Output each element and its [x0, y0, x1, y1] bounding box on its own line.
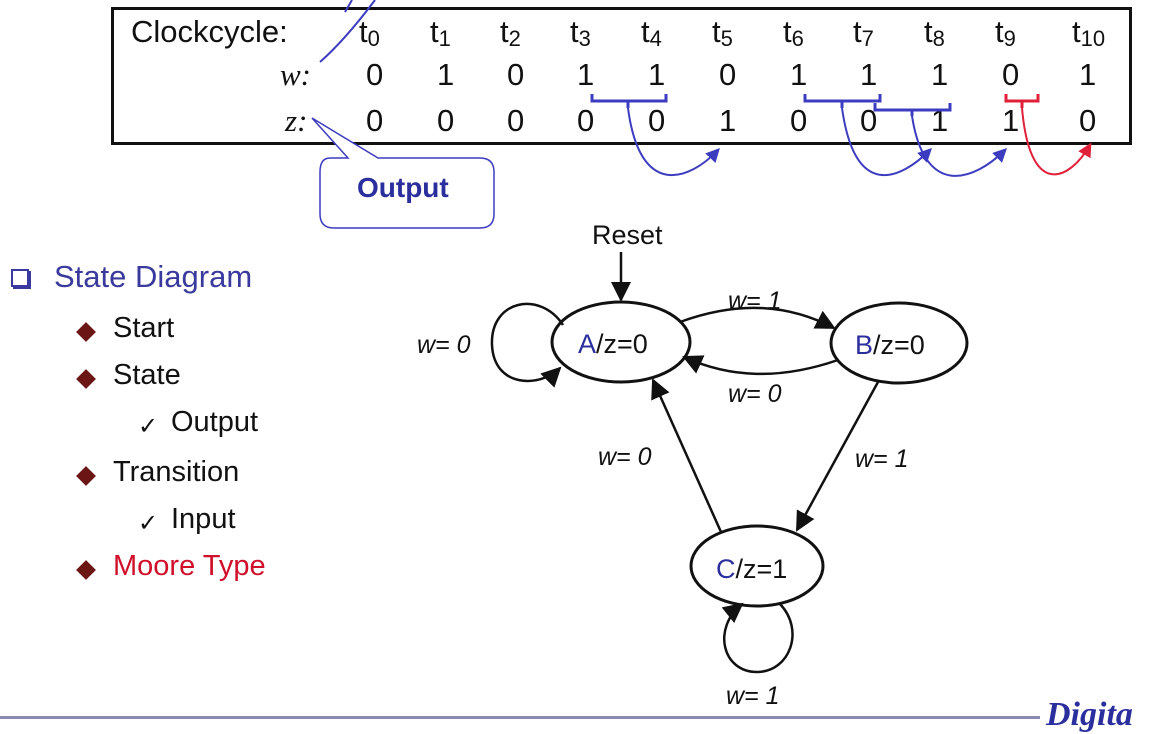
- w-value-t8: 1: [931, 57, 949, 92]
- z-value-t8: 1: [931, 103, 949, 138]
- output-callout-bubble: [311, 117, 495, 229]
- z-value-t9: 1: [1002, 103, 1020, 138]
- w-value-t5: 0: [719, 57, 737, 92]
- checkmark-icon: ✓: [138, 413, 159, 440]
- state-c-label: C/z=1: [716, 554, 787, 584]
- brace-t6-t7: [803, 94, 882, 108]
- clock-cycle-t1: t1: [430, 14, 451, 51]
- z-value-t4: 0: [648, 103, 666, 138]
- c-self-label: w= 1: [726, 682, 780, 710]
- clock-cycle-t0: t0: [359, 14, 380, 51]
- c-self-loop: [721, 602, 794, 674]
- state-c-output: /z=1: [736, 554, 788, 584]
- clock-cycle-t6: t6: [783, 14, 804, 51]
- arrow-t4-t5: [627, 107, 720, 177]
- w-value-t4: 1: [648, 57, 666, 92]
- z-value-t3: 0: [577, 103, 595, 138]
- brace-t3-t4: [590, 94, 668, 108]
- reset-label: Reset: [592, 220, 663, 250]
- outline-subitem-output: Output: [171, 406, 259, 438]
- w-value-t10: 1: [1079, 57, 1097, 92]
- clock-cycle-t2: t2: [500, 14, 521, 51]
- outline-item-start: Start: [113, 312, 175, 344]
- b-to-c-arrow: [795, 381, 880, 532]
- outline-item-state: State: [113, 359, 181, 391]
- z-value-t10: 0: [1079, 103, 1097, 138]
- z-value-t5: 1: [719, 103, 737, 138]
- arrow-t8-t9: [911, 115, 1007, 177]
- callout-pointer-top: [344, 0, 353, 13]
- w-value-t6: 1: [790, 57, 808, 92]
- z-value-t6: 0: [790, 103, 808, 138]
- clock-cycle-t10: t10: [1072, 14, 1106, 51]
- state-b-label: B/z=0: [855, 330, 925, 360]
- c-to-a-arrow: [651, 378, 723, 533]
- c-to-a-label: w= 0: [598, 443, 652, 471]
- a-self-loop: [490, 302, 565, 388]
- state-c-name: C: [716, 554, 736, 584]
- clock-cycle-t7: t7: [853, 14, 874, 51]
- w-value-t9: 0: [1002, 57, 1020, 92]
- b-to-c-label: w= 1: [855, 445, 909, 473]
- clockcycle-label: Clockcycle:: [131, 14, 288, 49]
- clock-cycle-t4: t4: [641, 14, 662, 51]
- b-to-a-label: w= 0: [728, 380, 782, 408]
- clock-cycle-t3: t3: [570, 14, 591, 51]
- state-b-name: B: [855, 330, 873, 360]
- clock-cycle-t8: t8: [924, 14, 945, 51]
- section-title: State Diagram: [54, 259, 253, 294]
- state-a-label: A/z=0: [578, 329, 648, 359]
- b-to-a-arrow: [682, 355, 839, 376]
- z-value-t0: 0: [366, 103, 384, 138]
- w-row-label: w:: [280, 57, 311, 92]
- a-self-label: w= 0: [417, 331, 471, 359]
- brace-t9: [1004, 94, 1040, 108]
- state-a-output: /z=0: [596, 329, 648, 359]
- z-value-t1: 0: [437, 103, 455, 138]
- state-b-output: /z=0: [873, 330, 925, 360]
- state-b-node: [829, 301, 969, 385]
- w-value-t3: 1: [577, 57, 595, 92]
- callout-pointer-w: [319, 0, 376, 63]
- clock-cycle-t5: t5: [712, 14, 733, 51]
- state-c-node: [689, 524, 825, 608]
- a-to-b-arrow: [679, 306, 836, 330]
- z-value-t2: 0: [507, 103, 525, 138]
- footer-logo: Digita: [1046, 696, 1133, 733]
- footer-divider: [0, 716, 1040, 719]
- output-callout-label: Output: [357, 172, 449, 203]
- z-value-t7: 0: [860, 103, 878, 138]
- state-a-name: A: [578, 329, 596, 359]
- outline-item-transition: Transition: [113, 456, 240, 488]
- z-row-label: z:: [285, 103, 308, 138]
- w-value-t2: 0: [507, 57, 525, 92]
- checkmark-icon: ✓: [138, 510, 159, 537]
- outline-item-moore-type: Moore Type: [113, 550, 266, 582]
- brace-t7-t8: [873, 103, 952, 116]
- clock-cycle-t9: t9: [995, 14, 1016, 51]
- w-value-t7: 1: [860, 57, 878, 92]
- w-value-t1: 1: [437, 57, 455, 92]
- state-a-node: [550, 300, 692, 384]
- a-to-b-label: w= 1: [728, 287, 782, 315]
- timing-annotations: [311, 0, 1092, 229]
- w-value-t0: 0: [366, 57, 384, 92]
- arrow-t9-t10: [1021, 107, 1092, 176]
- timing-table: [111, 7, 1132, 145]
- section-square-bullet: [11, 269, 29, 287]
- outline-subitem-input: Input: [171, 503, 236, 535]
- arrow-t7-t8: [841, 107, 932, 177]
